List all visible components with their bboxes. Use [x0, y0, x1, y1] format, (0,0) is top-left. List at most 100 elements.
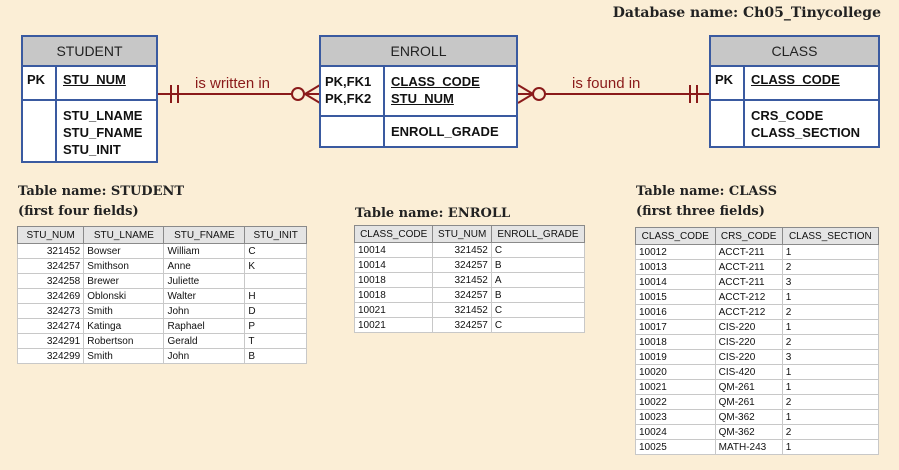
- table-cell: 324299: [16, 348, 85, 364]
- table-cell: CIS-220: [714, 334, 783, 350]
- column-header: STU_LNAME: [83, 226, 165, 244]
- entity-enroll-field: ENROLL_GRADE: [391, 124, 499, 139]
- table-cell: QM-362: [714, 409, 783, 425]
- table-cell: CIS-220: [714, 319, 783, 335]
- table-cell: Smith: [83, 348, 165, 364]
- table-cell: 10018: [635, 334, 716, 350]
- table-cell: 324257: [432, 257, 492, 273]
- table-cell: 324257: [432, 287, 492, 303]
- table-cell: 10021: [635, 379, 716, 395]
- table-cell: William: [163, 243, 246, 259]
- table-cell: 3: [781, 349, 880, 365]
- table-cell: Bowser: [83, 243, 165, 259]
- table-cell: 324269: [16, 288, 85, 304]
- table-cell: 10015: [635, 289, 716, 305]
- table-cell: 10017: [635, 319, 716, 335]
- table-cell: 2: [781, 334, 880, 350]
- table-cell: 10013: [635, 259, 716, 275]
- column-header: STU_NUM: [432, 225, 492, 243]
- table-cell: 10023: [635, 409, 716, 425]
- table-cell: H: [244, 288, 307, 304]
- table-cell: [244, 273, 307, 289]
- table-cell: QM-362: [714, 424, 783, 440]
- table-cell: 324291: [16, 333, 85, 349]
- relationship-is-found-in: is found in: [572, 75, 641, 92]
- table-cell: QM-261: [714, 394, 783, 410]
- table-cell: 2: [781, 304, 880, 320]
- table-cell: Smith: [83, 303, 165, 319]
- table-cell: 321452: [432, 302, 492, 318]
- table-cell: 321452: [16, 243, 85, 259]
- table-cell: P: [244, 318, 307, 334]
- enroll-zero-mark-right: [532, 87, 546, 101]
- table-cell: 10021: [353, 317, 434, 333]
- table-cell: 1: [781, 364, 880, 380]
- table-cell: CIS-220: [714, 349, 783, 365]
- entity-enroll-pk-field: CLASS_CODE: [391, 74, 480, 89]
- table-cell: B: [244, 348, 307, 364]
- entity-class: CLASS PK CLASS_CODE CRS_CODE CLASS_SECTI…: [709, 35, 880, 148]
- table-cell: 321452: [432, 242, 492, 258]
- enroll-crowfoot-right-bottom: [517, 93, 534, 104]
- entity-enroll-pk-field: STU_NUM: [391, 91, 454, 106]
- table-cell: C: [244, 243, 307, 259]
- entity-enroll-pk-label: PK,FK2: [325, 91, 372, 106]
- entity-class-field: CLASS_SECTION: [751, 125, 861, 140]
- table-cell: Smithson: [83, 258, 165, 274]
- table-cell: 324273: [16, 303, 85, 319]
- column-header: STU_NUM: [16, 226, 85, 244]
- table-cell: 2: [781, 424, 880, 440]
- column-header: CLASS_SECTION: [781, 227, 880, 245]
- database-name: Database name: Ch05_Tinycollege: [612, 5, 881, 21]
- table-cell: 324274: [16, 318, 85, 334]
- entity-student: STUDENT PK STU_NUM STU_LNAME STU_FNAME S…: [21, 35, 158, 163]
- table-cell: ACCT-211: [714, 244, 783, 260]
- table-cell: 10021: [353, 302, 434, 318]
- table-cell: 324257: [432, 317, 492, 333]
- table-cell: 10014: [635, 274, 716, 290]
- column-header: CLASS_CODE: [635, 227, 716, 245]
- column-header: CRS_CODE: [714, 227, 783, 245]
- enroll-crowfoot-right-top: [517, 84, 534, 95]
- table-cell: 1: [781, 439, 880, 455]
- table-cell: Gerald: [163, 333, 246, 349]
- table-cell: 10020: [635, 364, 716, 380]
- table-cell: A: [490, 272, 586, 288]
- table-cell: MATH-243: [714, 439, 783, 455]
- table-cell: B: [490, 257, 586, 273]
- table-cell: Juliette: [163, 273, 246, 289]
- table-cell: D: [244, 303, 307, 319]
- table-cell: 2: [781, 259, 880, 275]
- table-cell: Oblonski: [83, 288, 165, 304]
- table-cell: ACCT-212: [714, 304, 783, 320]
- table-cell: Walter: [163, 288, 246, 304]
- table-cell: 10022: [635, 394, 716, 410]
- entity-student-field: STU_FNAME: [63, 125, 143, 140]
- student-table-caption: Table name: STUDENT (first four fields): [18, 184, 185, 219]
- table-cell: 10012: [635, 244, 716, 260]
- entity-student-title: STUDENT: [23, 37, 156, 67]
- table-cell: 1: [781, 289, 880, 305]
- table-cell: 1: [781, 409, 880, 425]
- enroll-table-caption: Table name: ENROLL: [355, 206, 511, 221]
